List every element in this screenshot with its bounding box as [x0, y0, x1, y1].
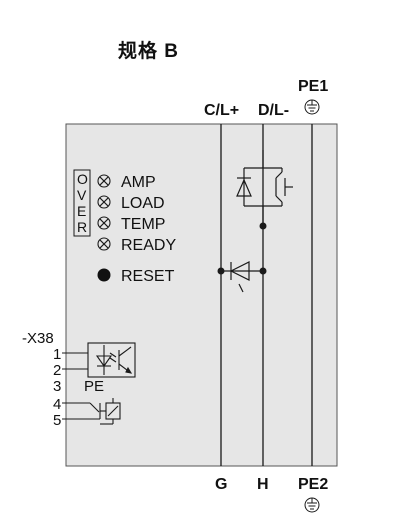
over-letter: E: [77, 203, 86, 219]
page-title: 规格 B: [118, 41, 180, 62]
connector-name: -X38: [22, 330, 54, 347]
indicator-reset-label: RESET: [121, 268, 175, 285]
relay-icon: [89, 398, 121, 425]
indicator-ready-label: READY: [121, 237, 176, 254]
lamp-icon: [97, 216, 111, 230]
connector-pin: 2: [53, 362, 61, 379]
over-letter: V: [77, 187, 87, 203]
terminal-pe1-label: PE1: [298, 78, 328, 95]
terminal-g-label: G: [215, 476, 227, 493]
connector-pin: 5: [53, 412, 61, 429]
indicator-load-label: LOAD: [121, 195, 165, 212]
over-letter: O: [77, 171, 88, 187]
connector-pin: 3: [53, 378, 61, 395]
indicator-amp-label: AMP: [121, 174, 156, 191]
diode-icon: [221, 261, 263, 293]
optocoupler-icon: [87, 342, 136, 378]
junction-dot: [217, 267, 225, 275]
over-letter: R: [77, 219, 87, 235]
connector-pin: 1: [53, 346, 61, 363]
terminal-h-label: H: [257, 476, 269, 493]
connector-pe-label: PE: [84, 378, 104, 395]
ground-icon: [304, 497, 320, 513]
connector-wires: [62, 352, 100, 420]
terminal-c-l-plus-label: C/L+: [204, 102, 239, 119]
reset-dot-icon: [97, 268, 111, 282]
terminal-pe2-label: PE2: [298, 476, 328, 493]
ground-icon: [304, 99, 320, 115]
indicator-temp-label: TEMP: [121, 216, 165, 233]
connector-pin: 4: [53, 396, 61, 413]
lamp-icon: [97, 195, 111, 209]
junction-dot: [259, 222, 267, 230]
junction-dot: [259, 267, 267, 275]
terminal-d-l-minus-label: D/L-: [258, 102, 289, 119]
over-label-box: [73, 169, 91, 237]
igbt-icon: [236, 150, 293, 226]
lamp-icon: [97, 174, 111, 188]
lamp-icon: [97, 237, 111, 251]
